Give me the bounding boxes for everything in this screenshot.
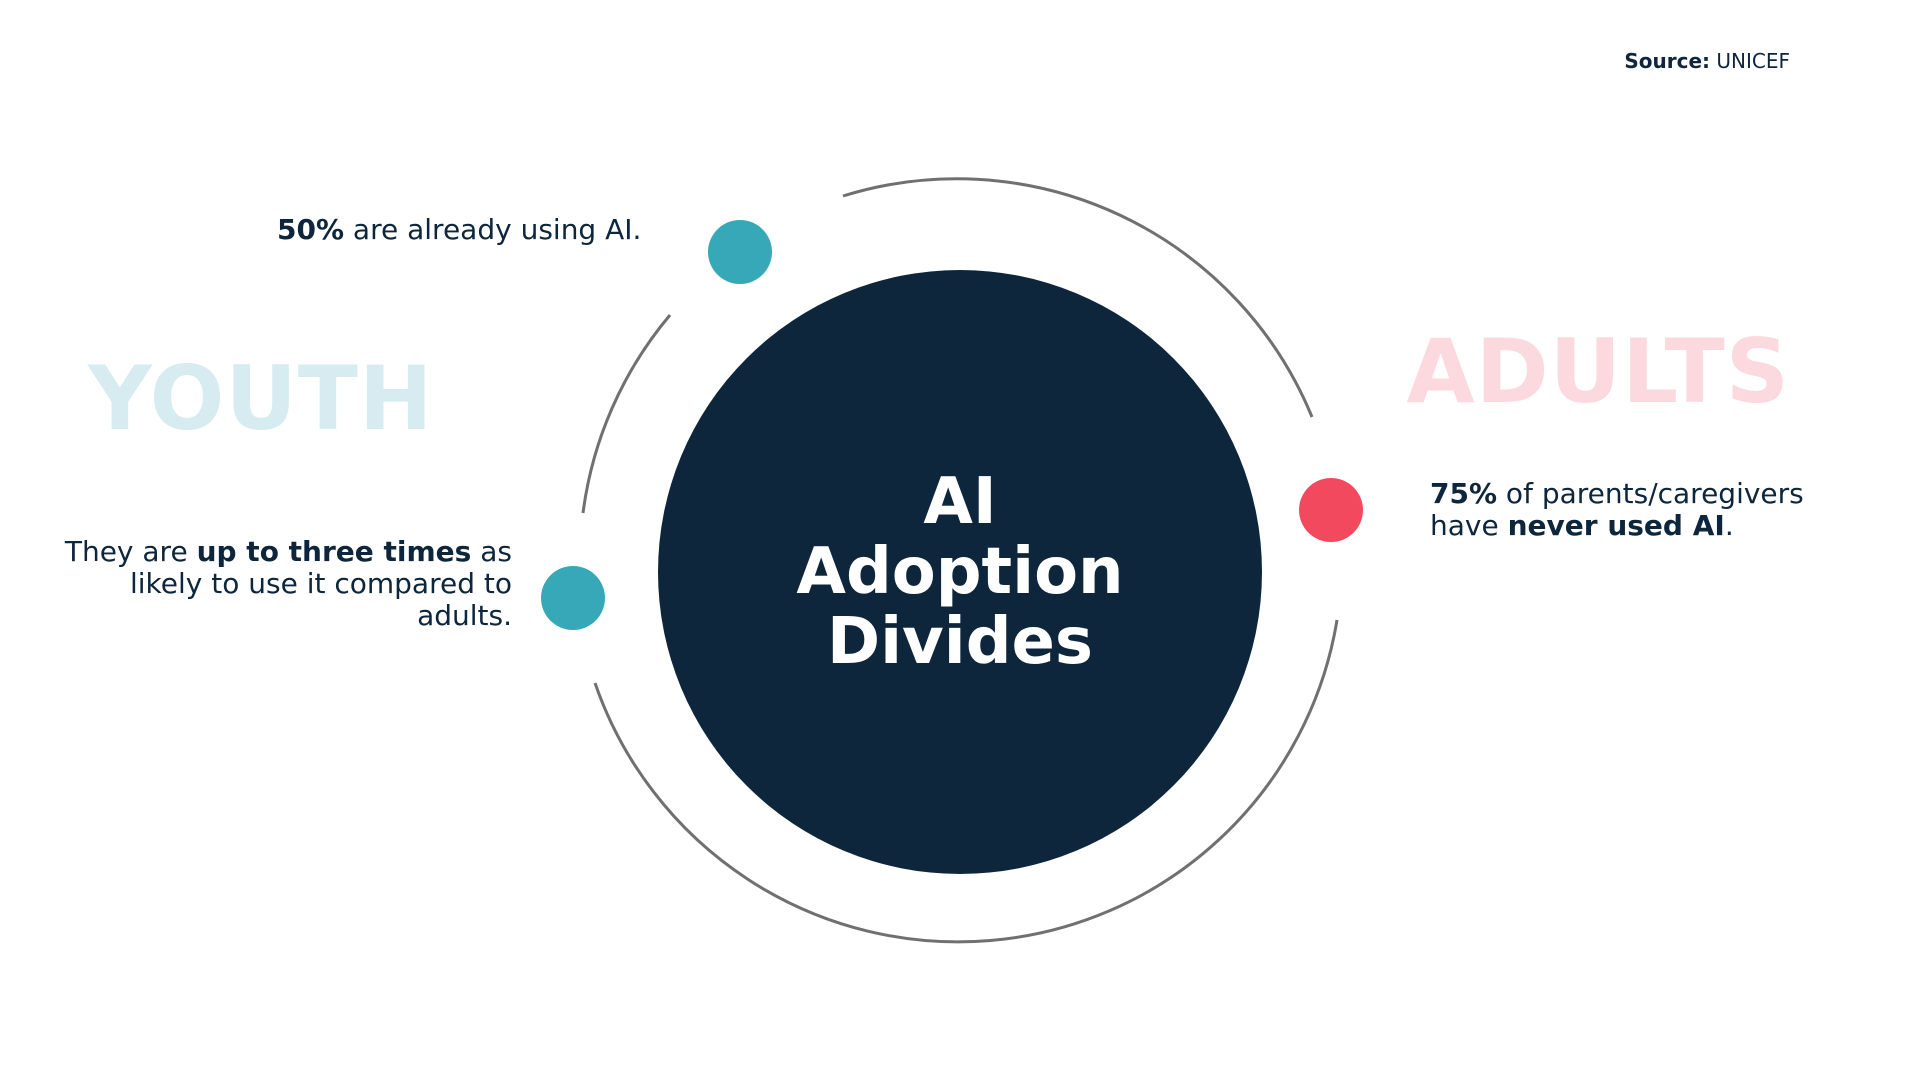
youth-dot-usage — [708, 220, 772, 284]
source-value: UNICEF — [1716, 49, 1790, 73]
title-line-2: Adoption — [796, 535, 1124, 609]
title-line-3: Divides — [826, 605, 1094, 679]
youth-usage-callout: 50% are already using AI. — [277, 214, 641, 246]
youth-usage-text: are already using AI. — [344, 213, 642, 246]
adults-callout: 75% of parents/caregivers have never use… — [1430, 478, 1850, 542]
youth-likelihood-callout: They are up to three times as likely to … — [42, 536, 512, 632]
center-circle — [658, 270, 1262, 874]
adults-dot — [1299, 478, 1363, 542]
ring-arc-top-right — [842, 177, 1314, 418]
youth-watermark: YOUTH — [88, 347, 434, 450]
adults-percent: 75% — [1430, 477, 1498, 510]
adults-watermark: ADULTS — [1406, 320, 1790, 423]
ring-arc-left — [581, 314, 672, 514]
center-title: AI Adoption Divides — [740, 467, 1180, 677]
adults-text: of parents/caregivers have — [1430, 477, 1804, 542]
youth-dot-likely — [541, 566, 605, 630]
source-label: Source: — [1624, 49, 1711, 73]
title-line-1: AI — [923, 465, 997, 539]
adults-emphasis: never used AI — [1507, 509, 1725, 542]
youth-likelihood-post: as likely to use it compared to adults. — [129, 535, 512, 632]
source-note: Source: UNICEF — [1624, 49, 1790, 73]
youth-likelihood-pre: They are — [64, 535, 197, 568]
youth-likelihood-emphasis: up to three times — [196, 535, 472, 568]
ring-arc-bottom-right — [593, 619, 1339, 944]
youth-usage-percent: 50% — [277, 213, 345, 246]
adults-end: . — [1724, 509, 1734, 542]
outer-ring — [581, 177, 1339, 944]
